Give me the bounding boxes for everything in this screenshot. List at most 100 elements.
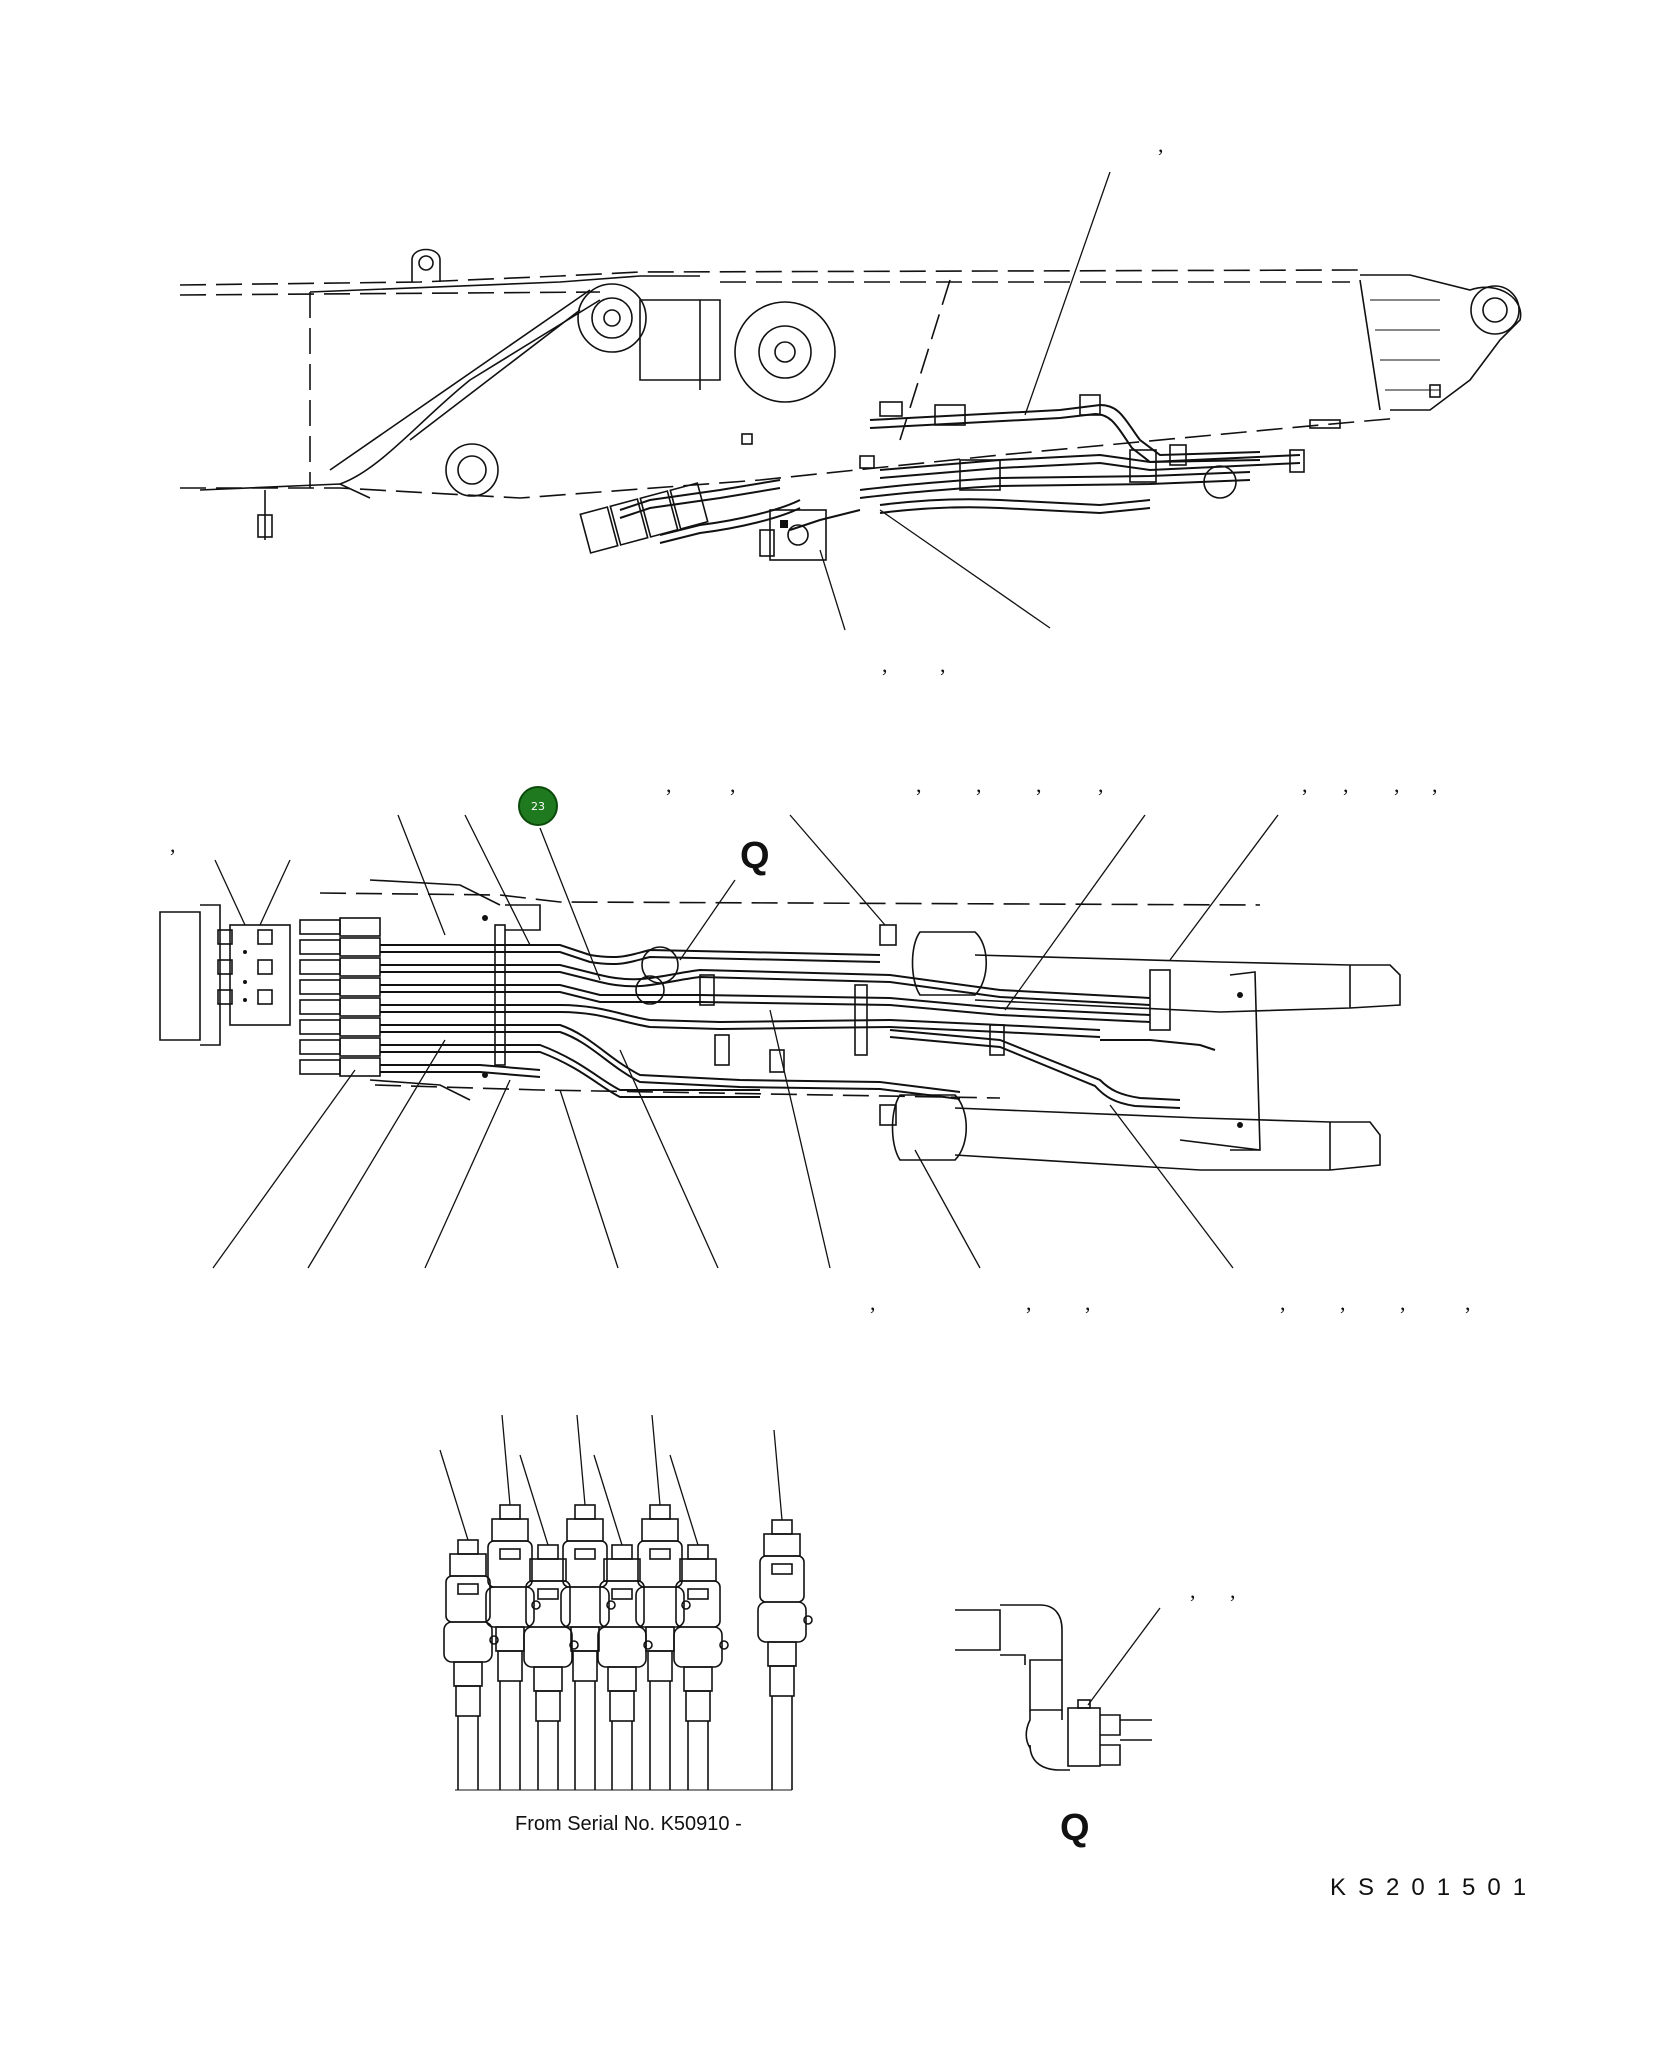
- separator: ,: [1158, 132, 1164, 157]
- coupler-leader: [593, 1454, 623, 1546]
- separator: ,: [882, 652, 888, 677]
- coupler-window: [771, 1563, 793, 1575]
- separator: ,: [1098, 772, 1104, 797]
- serial-note: From Serial No. K50910 -: [515, 1813, 742, 1835]
- hose-line: [499, 1681, 521, 1790]
- separator: ,: [1465, 1290, 1471, 1315]
- coupler-body: [679, 1558, 717, 1582]
- coupler-pin: [681, 1600, 691, 1610]
- coupler-leader: [519, 1454, 549, 1546]
- separator: ,: [1085, 1290, 1091, 1315]
- coupler-nipple: [570, 1626, 600, 1652]
- hose-end-fittings: [299, 917, 381, 1077]
- coupler-nipple: [495, 1626, 525, 1652]
- hose-ferrule: [455, 1685, 481, 1717]
- separator: ,: [1302, 772, 1308, 797]
- hose-line: [611, 1721, 633, 1790]
- coupler-body: [566, 1518, 604, 1542]
- callout-badge-number[interactable]: 23: [531, 800, 545, 813]
- coupler-sleeve: [562, 1540, 608, 1588]
- separator: ,: [1394, 772, 1400, 797]
- detail-q-view: , ,: [955, 1578, 1236, 1771]
- coupler-collar: [523, 1626, 573, 1668]
- coupler-sleeve: [759, 1555, 805, 1603]
- hose-line: [537, 1721, 559, 1790]
- coupler-leader: [501, 1414, 511, 1506]
- boom-side-view: [179, 248, 1522, 561]
- coupler-leader: [669, 1454, 699, 1546]
- coupler-pin: [569, 1640, 579, 1650]
- coupler-nut: [457, 1539, 479, 1555]
- separator: ,: [1400, 1290, 1406, 1315]
- middle-view-callout-separators: , , , , , , , , , , , , , , , , , ,: [170, 772, 1471, 1315]
- separator: ,: [1343, 772, 1349, 797]
- coupler-pin: [719, 1640, 729, 1650]
- middle-view-leaders: [212, 814, 1279, 1269]
- coupler-body: [491, 1518, 529, 1542]
- callout-badge-circle[interactable]: [518, 786, 558, 826]
- separator: ,: [1036, 772, 1042, 797]
- coupler-body: [449, 1553, 487, 1577]
- coupler-pin: [531, 1600, 541, 1610]
- coupler-sleeve: [487, 1540, 533, 1588]
- coupler-sleeve: [445, 1575, 491, 1623]
- separator: ,: [1280, 1290, 1286, 1315]
- separator: ,: [1432, 772, 1438, 797]
- coupler-nut: [687, 1544, 709, 1560]
- coupler-window: [574, 1548, 596, 1560]
- coupler-detail-view: [439, 1414, 813, 1791]
- drawing-code: KS201501: [1330, 1874, 1538, 1901]
- hose-ferrule: [497, 1650, 523, 1682]
- boom-plan-view: [159, 879, 1401, 1171]
- coupler-body: [641, 1518, 679, 1542]
- separator: ,: [1190, 1578, 1196, 1603]
- coupler-collar: [443, 1621, 493, 1663]
- hose-line: [687, 1721, 709, 1790]
- coupler-leader: [576, 1414, 586, 1506]
- coupler-body: [763, 1533, 801, 1557]
- detail-q-label-top: Q: [740, 835, 770, 877]
- coupler-leader: [439, 1449, 469, 1541]
- coupler-window: [499, 1548, 521, 1560]
- separator: ,: [940, 652, 946, 677]
- hose-ferrule: [609, 1690, 635, 1722]
- coupler-body: [529, 1558, 567, 1582]
- hose-ferrule: [769, 1665, 795, 1697]
- coupler-nipple: [607, 1666, 637, 1692]
- hose-line: [649, 1681, 671, 1790]
- coupler-leader: [651, 1414, 661, 1506]
- callout-badge[interactable]: 23: [518, 786, 558, 826]
- separator: ,: [916, 772, 922, 797]
- coupler-collar: [757, 1601, 807, 1643]
- coupler-nut: [499, 1504, 521, 1520]
- separator: ,: [870, 1290, 876, 1315]
- coupler-leader: [773, 1429, 783, 1521]
- separator: ,: [1026, 1290, 1032, 1315]
- top-view-callout-separators: , , ,: [882, 132, 1164, 677]
- hose-line: [771, 1696, 793, 1790]
- coupler-body: [603, 1558, 641, 1582]
- coupler-window: [687, 1588, 709, 1600]
- separator: ,: [730, 772, 736, 797]
- coupler-window: [457, 1583, 479, 1595]
- quick-couplers-top: [579, 482, 709, 554]
- hose-ferrule: [572, 1650, 598, 1682]
- hose-line: [574, 1681, 596, 1790]
- hose-ferrule: [535, 1690, 561, 1722]
- separator: ,: [1340, 1290, 1346, 1315]
- hose-line: [457, 1716, 479, 1790]
- coupler-pin: [803, 1615, 813, 1625]
- coupler-nut: [537, 1544, 559, 1560]
- coupler-pin: [643, 1640, 653, 1650]
- separator: ,: [1230, 1578, 1236, 1603]
- coupler-nipple: [453, 1661, 483, 1687]
- coupler-pin: [489, 1635, 499, 1645]
- hose-ferrule: [685, 1690, 711, 1722]
- coupler-sleeve: [637, 1540, 683, 1588]
- coupler-window: [611, 1588, 633, 1600]
- coupler-nut: [771, 1519, 793, 1535]
- coupler-nipple: [767, 1641, 797, 1667]
- coupler-nut: [611, 1544, 633, 1560]
- coupler-window: [649, 1548, 671, 1560]
